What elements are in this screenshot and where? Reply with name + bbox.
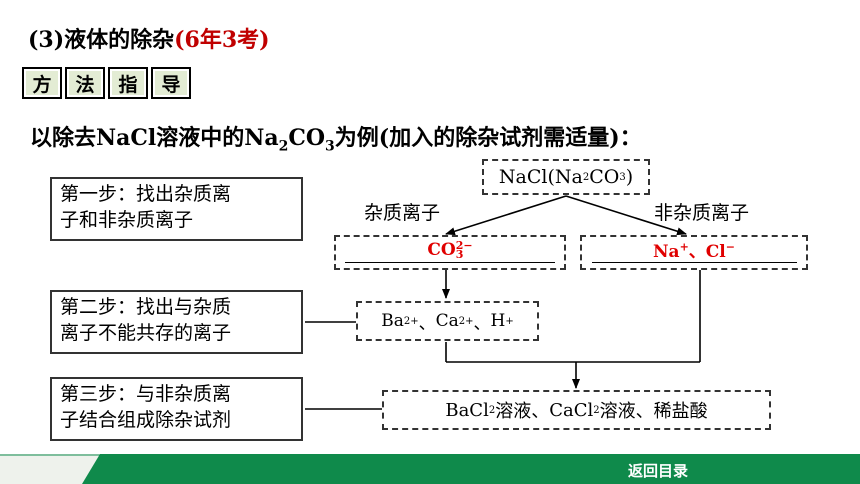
- method-guide-chips: 方 法 指 导: [22, 67, 191, 99]
- step-2-box: 第二步：找出与杂质 离子不能共存的离子: [50, 290, 303, 354]
- impurity-ion-label: 杂质离子: [364, 202, 441, 224]
- heading-main: (3)液体的除杂: [28, 27, 175, 53]
- method-chip-1: 方: [22, 67, 62, 99]
- non-impurity-ion-answer: Na+、Cl−: [653, 240, 735, 262]
- heading-exam-note: (6年3考): [174, 27, 270, 53]
- intro-sentence: 以除去NaCl溶液中的Na2CO3为例(加入的除杂试剂需适量)：: [30, 125, 642, 155]
- non-impurity-answer-underline: [592, 262, 797, 263]
- non-impurity-ion-label: 非杂质离子: [654, 202, 750, 224]
- section-heading: (3)液体的除杂(6年3考): [28, 22, 270, 54]
- back-to-contents-button[interactable]: 返回目录: [610, 458, 706, 482]
- step-1-box: 第一步：找出杂质离 子和非杂质离子: [50, 177, 303, 241]
- impurity-answer-underline: [345, 262, 555, 263]
- method-chip-3: 指: [108, 67, 148, 99]
- method-chip-4: 导: [151, 67, 191, 99]
- method-chip-2: 法: [65, 67, 105, 99]
- footer-bar: [0, 454, 860, 484]
- step-3-box: 第三步：与非杂质离 子结合组成除杂试剂: [50, 377, 303, 441]
- non-impurity-ion-box: Na+、Cl−: [580, 235, 808, 270]
